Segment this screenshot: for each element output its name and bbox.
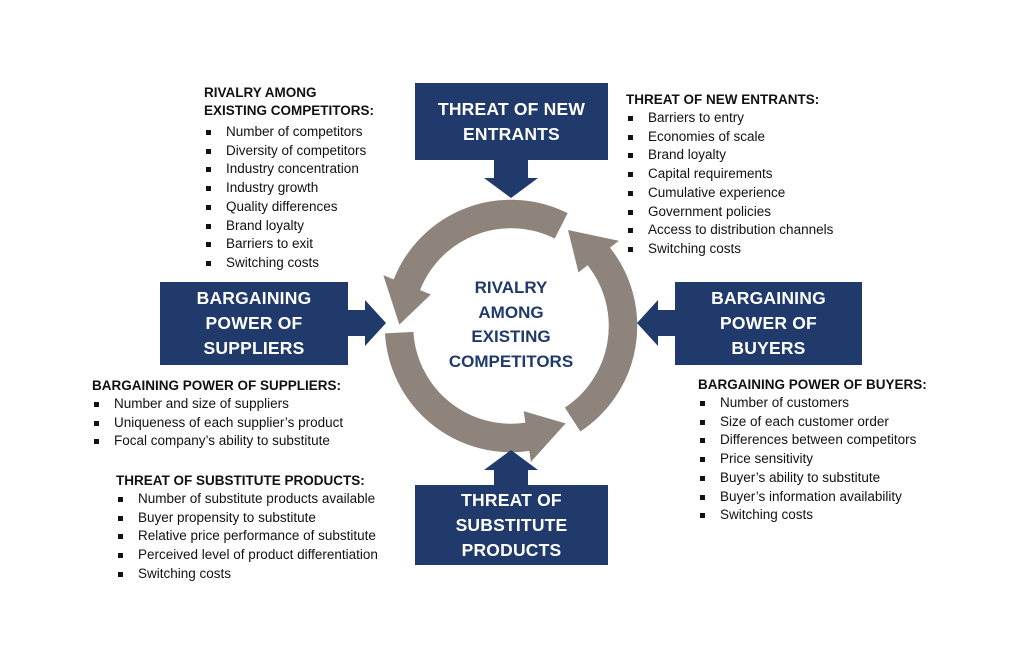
center-line: AMONG: [478, 302, 544, 322]
box-buyer-power: BARGAINING POWER OF BUYERS: [675, 282, 862, 365]
list-item: Industry growth: [204, 179, 374, 198]
list-item: Switching costs: [626, 240, 833, 259]
new-entrants-heading: THREAT OF NEW ENTRANTS:: [626, 92, 820, 107]
center-label: RIVALRY AMONG EXISTING COMPETITORS: [431, 276, 591, 374]
list-item: Uniqueness of each supplier’s product: [92, 414, 343, 433]
new-entrants-factors: THREAT OF NEW ENTRANTS: Barriers to entr…: [626, 91, 833, 259]
substitute-factors: THREAT OF SUBSTITUTE PRODUCTS: Number of…: [116, 472, 378, 584]
heading-line: EXISTING COMPETITORS:: [204, 103, 375, 118]
list-item: Number and size of suppliers: [92, 395, 343, 414]
list-item: Capital requirements: [626, 165, 833, 184]
arrow-right-icon: [348, 300, 386, 346]
buyers-heading: BARGAINING POWER OF BUYERS:: [698, 377, 927, 392]
rivalry-heading: RIVALRY AMONG EXISTING COMPETITORS:: [204, 84, 374, 120]
substitutes-heading: THREAT OF SUBSTITUTE PRODUCTS:: [116, 473, 365, 488]
list-item: Switching costs: [204, 254, 374, 273]
box-line: THREAT OF NEW: [437, 98, 586, 119]
list-item: Number of customers: [698, 394, 927, 413]
box-line: PRODUCTS: [461, 539, 562, 560]
box-threat-substitutes: THREAT OF SUBSTITUTE PRODUCTS: [415, 485, 608, 565]
supplier-factors: BARGAINING POWER OF SUPPLIERS: Number an…: [92, 377, 343, 451]
list-item: Government policies: [626, 203, 833, 222]
box-supplier-power: BARGAINING POWER OF SUPPLIERS: [160, 282, 348, 365]
list-item: Buyer’s ability to substitute: [698, 469, 927, 488]
box-line: ENTRANTS: [463, 123, 560, 144]
box-line: BARGAINING: [711, 288, 826, 308]
list-item: Barriers to exit: [204, 235, 374, 254]
list-item: Buyer’s information availability: [698, 488, 927, 507]
box-line: SUPPLIERS: [203, 338, 305, 358]
list-item: Quality differences: [204, 198, 374, 217]
box-threat-new-entrants: THREAT OF NEW ENTRANTS: [415, 83, 608, 160]
box-line: SUBSTITUTE: [455, 514, 568, 535]
cycle-arrow-1: [562, 228, 639, 434]
box-line: BUYERS: [731, 338, 806, 358]
list-item: Buyer propensity to substitute: [116, 509, 378, 528]
list-item: Differences between competitors: [698, 431, 927, 450]
heading-line: RIVALRY AMONG: [204, 85, 317, 100]
list-item: Number of substitute products available: [116, 490, 378, 509]
cycle-arrow-2: [380, 198, 570, 328]
arrow-down-icon: [484, 160, 538, 198]
list-item: Switching costs: [698, 506, 927, 525]
arrow-up-icon: [484, 450, 538, 485]
list-item: Industry concentration: [204, 160, 374, 179]
box-line: THREAT OF: [461, 489, 562, 510]
box-line: POWER OF: [205, 313, 303, 333]
list-item: Brand loyalty: [204, 217, 374, 236]
list-item: Size of each customer order: [698, 413, 927, 432]
list-item: Switching costs: [116, 565, 378, 584]
list-item: Relative price performance of substitute: [116, 527, 378, 546]
list-item: Focal company’s ability to substitute: [92, 432, 343, 451]
box-line: BARGAINING: [196, 288, 312, 308]
center-line: EXISTING: [471, 327, 551, 346]
buyer-factors: BARGAINING POWER OF BUYERS: Number of cu…: [698, 376, 927, 525]
arrow-left-icon: [637, 300, 675, 346]
list-item: Number of competitors: [204, 123, 374, 142]
suppliers-heading: BARGAINING POWER OF SUPPLIERS:: [92, 378, 342, 393]
center-line: RIVALRY: [474, 278, 548, 297]
center-line: COMPETITORS: [448, 351, 574, 371]
box-line: POWER OF: [720, 313, 817, 333]
list-item: Access to distribution channels: [626, 221, 833, 240]
list-item: Diversity of competitors: [204, 142, 374, 161]
list-item: Perceived level of product differentiati…: [116, 546, 378, 565]
list-item: Brand loyalty: [626, 146, 833, 165]
list-item: Barriers to entry: [626, 109, 833, 128]
list-item: Cumulative experience: [626, 184, 833, 203]
list-item: Economies of scale: [626, 128, 833, 147]
rivalry-factors: RIVALRY AMONG EXISTING COMPETITORS: Numbe…: [204, 84, 374, 273]
list-item: Price sensitivity: [698, 450, 927, 469]
cycle-arrow-0: [383, 330, 569, 466]
